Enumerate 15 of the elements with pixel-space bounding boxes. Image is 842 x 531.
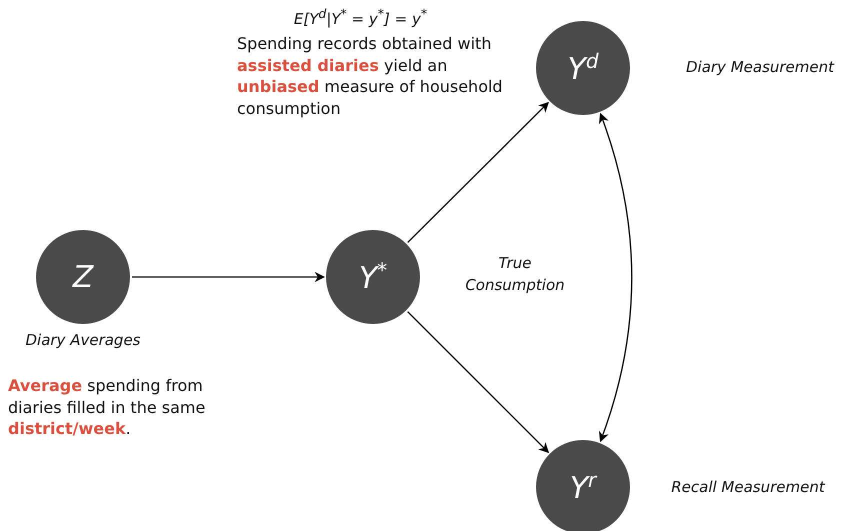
formula: E[Y$^{d}$|Y$^{*}$ = y$^{*}$] = y$^{*}$ xyxy=(292,6,428,30)
arrow xyxy=(407,311,550,454)
node-caption: True Consumption xyxy=(464,253,566,296)
arrow xyxy=(132,272,326,282)
node-caption: Recall Measurement xyxy=(670,477,826,498)
node-circle: Y$^{d}$ xyxy=(536,21,630,115)
node-circle: Z xyxy=(36,230,130,324)
arrow xyxy=(598,112,632,442)
note-text: Average spending from diaries filled in the same district/week. xyxy=(8,375,206,440)
note-text: Spending records obtained with assisted diaries yield an unbiased measure of household consumption xyxy=(237,33,504,120)
arrow xyxy=(407,102,549,243)
node-caption: Diary Measurement xyxy=(684,57,836,78)
node-caption: Diary Averages xyxy=(24,330,142,351)
node-circle: Y$^{*}$ xyxy=(326,230,420,324)
node-circle: Y$^{r}$ xyxy=(536,440,630,531)
